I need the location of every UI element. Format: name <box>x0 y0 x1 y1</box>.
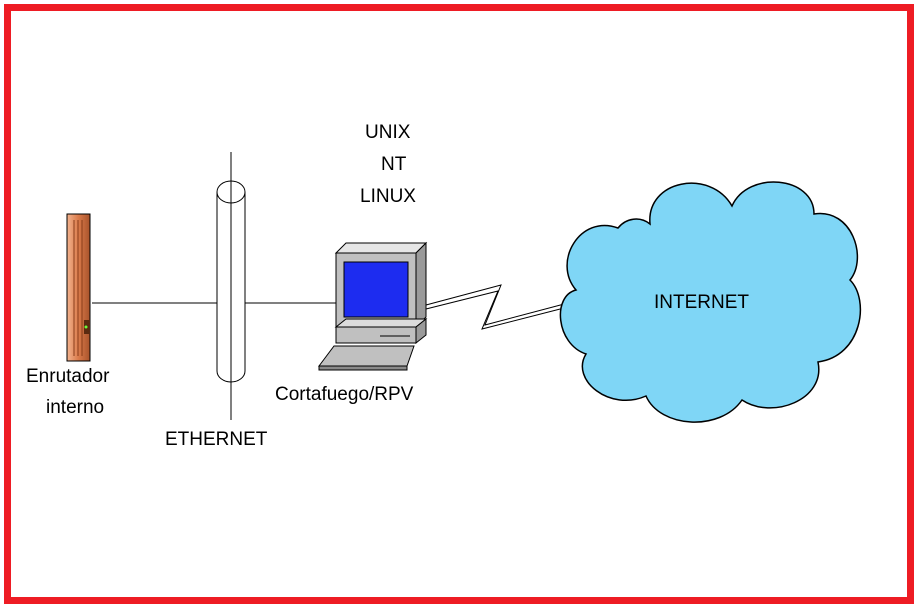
firewall-label: Cortafuego/RPV <box>275 384 414 405</box>
os-option-linux: LINUX <box>360 186 416 207</box>
router-label-line2: interno <box>46 397 105 418</box>
network-diagram <box>66 152 862 423</box>
router-icon <box>66 213 91 362</box>
lightning-link-icon <box>425 284 569 326</box>
computer-icon <box>318 241 428 371</box>
os-option-unix: UNIX <box>365 122 411 143</box>
ethernet-label: ETHERNET <box>165 429 268 450</box>
internet-label: INTERNET <box>654 292 749 313</box>
os-option-nt: NT <box>381 154 407 175</box>
cloud-icon <box>559 181 862 423</box>
router-label-line1: Enrutador <box>26 366 110 387</box>
diagram-canvas: UNIX NT LINUX Enrutador interno Cortafue… <box>4 4 914 604</box>
ethernet-backbone-icon <box>216 152 246 420</box>
